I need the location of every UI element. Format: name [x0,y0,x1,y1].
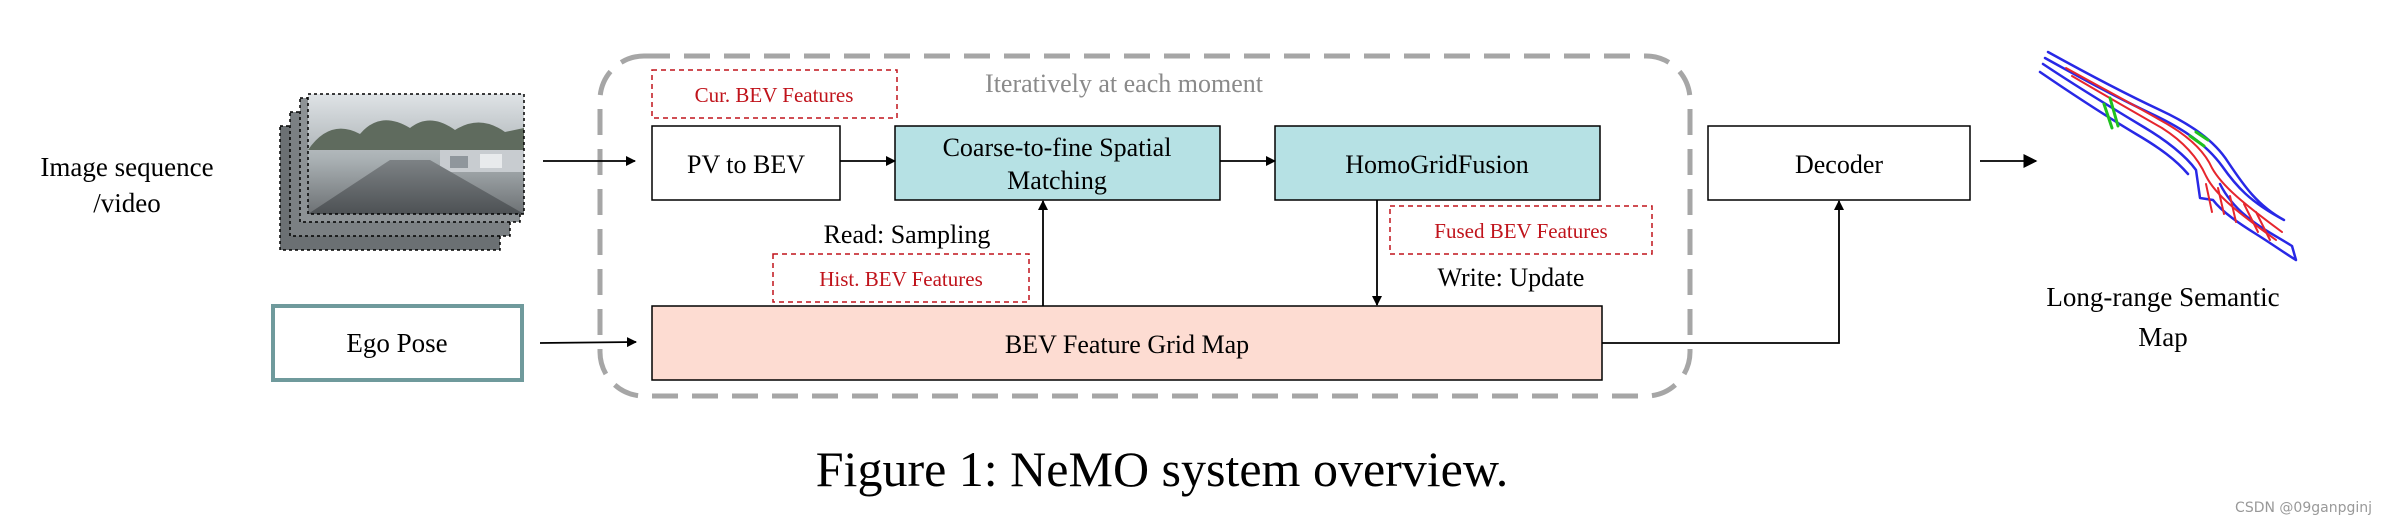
crosswalk-1 [2102,96,2120,130]
spatial-matching-label-2: Matching [1007,166,1107,195]
road-boundary-upper [2043,50,2286,222]
image-sequence-label-2: /video [93,188,161,218]
bev-grid-map-label: BEV Feature Grid Map [1005,330,1249,359]
arrow-egopose-to-gridmap [539,337,637,348]
iteration-loop-region [597,53,1693,399]
tree-canopy [308,120,524,150]
lane-divider-1 [2065,67,2283,233]
figure-caption: Figure 1: NeMO system overview. [816,441,1508,497]
decoder-box [1707,125,1971,201]
arrow-gridmap-to-decoder [1602,200,1844,344]
cur-bev-features-label: Cur. BEV Features [695,83,854,107]
bev-grid-map-box [651,305,1603,381]
pv-to-bev-box [651,125,841,201]
image-frame-front [307,93,525,215]
road-boundary-lower [2041,62,2298,262]
fused-bev-features-tag [1389,205,1653,255]
front-frame-border [307,93,525,215]
cur-bev-features-tag [651,69,898,119]
ego-pose-label: Ego Pose [346,328,447,358]
pv-to-bev-label: PV to BEV [687,150,805,179]
loop-title: Iteratively at each moment [985,69,1264,98]
hist-bev-features-label: Hist. BEV Features [819,267,983,291]
watermark: CSDN @09ganpginj [2235,500,2372,516]
decoder-label: Decoder [1795,150,1883,179]
image-sequence-label: Image sequence [40,152,213,182]
fused-bev-features-label: Fused BEV Features [1434,219,1607,243]
ego-pose-box [271,304,524,382]
semantic-map-label-2: Map [2138,322,2188,352]
semantic-map-label: Long-range Semantic [2046,282,2279,312]
image-sequence-stack [279,93,525,251]
semantic-map-graphic [2038,50,2298,262]
spatial-matching-label: Coarse-to-fine Spatial [943,133,1172,162]
write-update-label: Write: Update [1438,263,1585,292]
hist-bev-features-tag [772,253,1030,303]
road-surface [308,160,524,214]
homogridfusion-label: HomoGridFusion [1345,150,1528,179]
crosswalk-2 [2188,130,2210,148]
read-sampling-label: Read: Sampling [824,220,991,249]
flow-arrows [539,154,2038,348]
